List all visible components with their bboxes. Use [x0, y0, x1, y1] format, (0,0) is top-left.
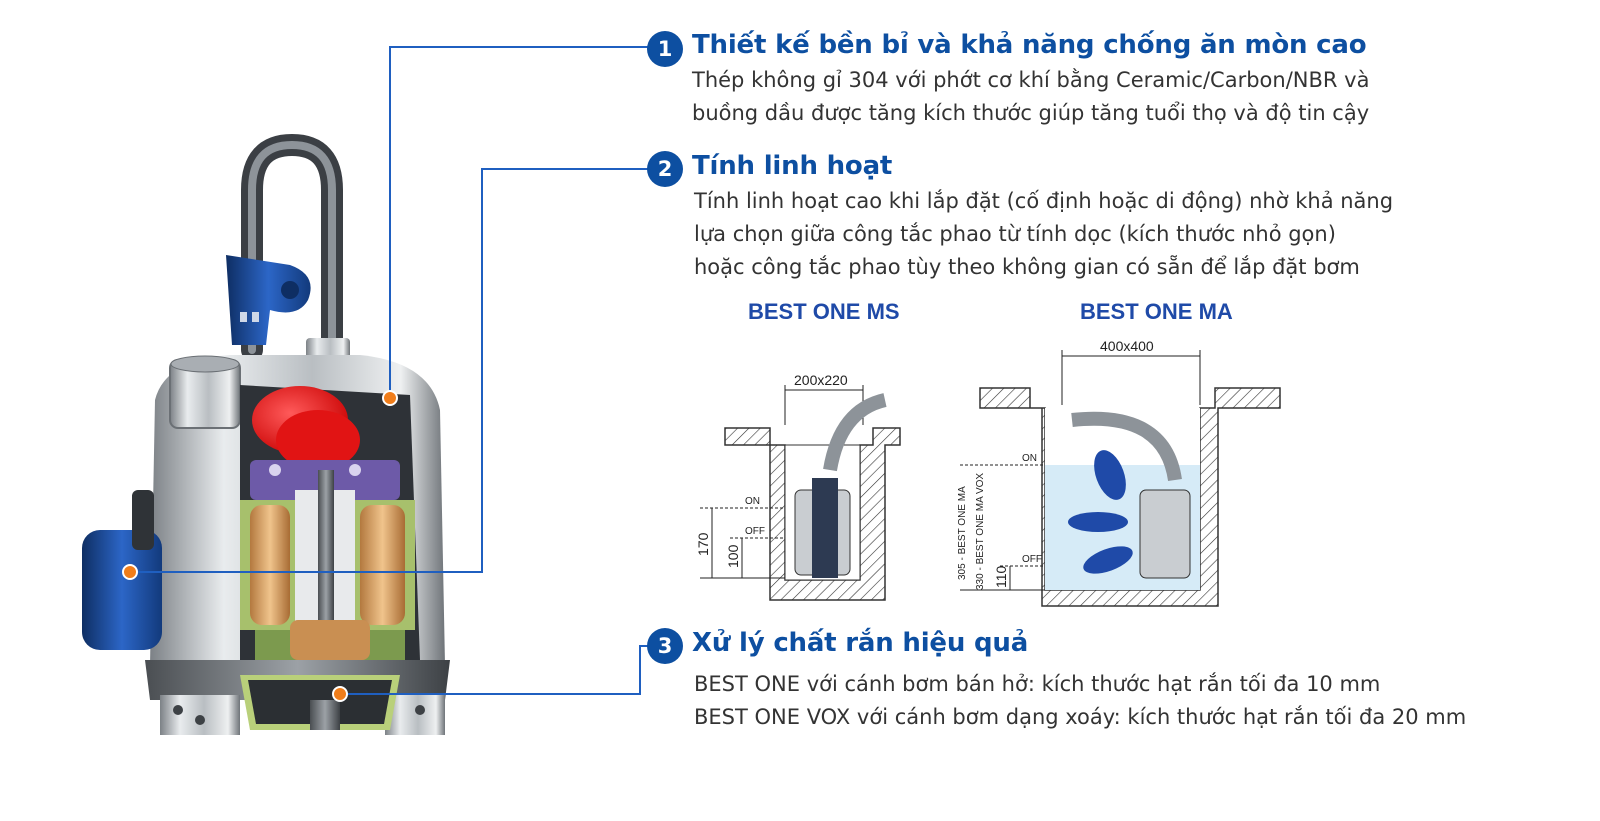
ms-off-label: OFF: [745, 526, 765, 537]
callout-line-1: [389, 46, 655, 398]
ms-off-level: 100: [725, 544, 741, 568]
ma-off-label: OFF: [1022, 554, 1042, 565]
diagram-ms-title: BEST ONE MS: [748, 299, 900, 324]
float-switch: [82, 530, 162, 650]
feature-1-line-1: Thép không gỉ 304 với phớt cơ khí bằng C…: [692, 68, 1370, 92]
diagram-ma-title: BEST ONE MA: [1080, 299, 1233, 324]
feature-3-line-2: BEST ONE VOX với cánh bơm dạng xoáy: kíc…: [694, 705, 1467, 729]
diagram-ms: 200x220 ON OFF 170 100: [695, 372, 901, 601]
ma-on-level-1: 305 - BEST ONE MA: [957, 486, 968, 580]
ma-pump: [1139, 489, 1191, 579]
ms-hose: [823, 393, 887, 472]
feature-3-description: BEST ONE với cánh bơm bán hở: kích thước…: [694, 668, 1466, 734]
feature-1-description: Thép không gỉ 304 với phớt cơ khí bằng C…: [692, 64, 1369, 130]
feature-3-line-1: BEST ONE với cánh bơm bán hở: kích thước…: [694, 672, 1381, 696]
ma-pit-wall: [979, 387, 1281, 607]
feature-2-line-2: lựa chọn giữa công tắc phao từ tính dọc …: [694, 222, 1336, 246]
feature-3-badge: 3: [647, 628, 683, 664]
ma-on-level-2: 330 - BEST ONE MA VOX: [975, 473, 986, 590]
ma-pit-size: 400x400: [1100, 338, 1154, 354]
feature-2-line-3: hoặc công tắc phao tùy theo không gian c…: [694, 255, 1360, 279]
callout-dot-1: [382, 390, 398, 406]
callout-line-2: [130, 168, 655, 573]
ma-off-level: 110: [993, 565, 1009, 588]
ms-on-label: ON: [745, 496, 760, 507]
feature-1-title: Thiết kế bền bỉ và khả năng chống ăn mòn…: [692, 30, 1367, 60]
callout-dot-3: [332, 686, 348, 702]
ma-float-2: [1068, 512, 1128, 532]
ma-float-1: [1094, 450, 1126, 500]
feature-2-badge: 2: [647, 151, 683, 187]
ms-pit-wall: [724, 427, 901, 601]
feature-2-description: Tính linh hoạt cao khi lắp đặt (cố định …: [694, 185, 1393, 284]
ma-float-3: [1083, 546, 1133, 574]
handle-clip: [226, 255, 311, 345]
ma-on-label: ON: [1022, 453, 1037, 464]
feature-2-title: Tính linh hoạt: [692, 151, 893, 181]
ma-hose: [1071, 411, 1182, 482]
ms-pit-size: 200x220: [794, 372, 848, 388]
diagram-ma: 400x400 ON OFF 305 - BEST ONE MA 330 - B…: [957, 338, 1281, 607]
feature-1-badge: 1: [647, 31, 683, 67]
callout-dot-2: [122, 564, 138, 580]
feature-3-title: Xử lý chất rắn hiệu quả: [692, 628, 1029, 658]
ms-on-level: 170: [695, 532, 711, 556]
feature-2-line-1: Tính linh hoạt cao khi lắp đặt (cố định …: [694, 189, 1394, 213]
feature-1-line-2: buồng dầu được tăng kích thước giúp tăng…: [692, 101, 1370, 125]
